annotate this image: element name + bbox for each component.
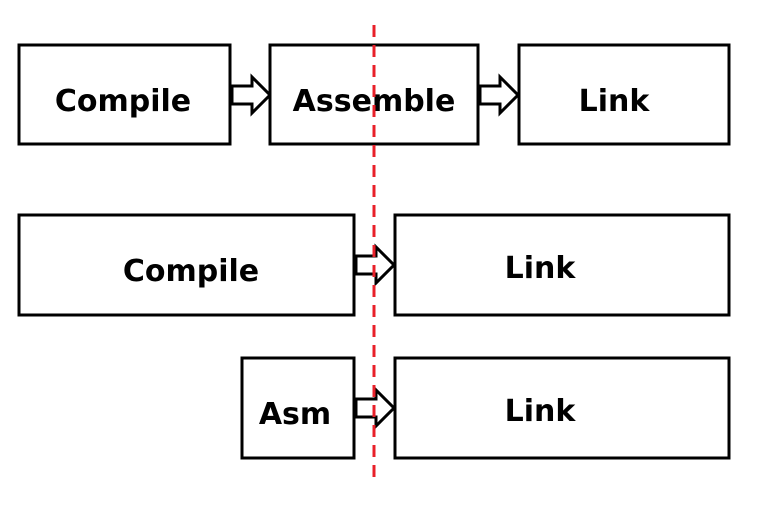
asm-label: Asm <box>259 397 331 432</box>
arrow-icon <box>478 73 521 117</box>
link-label-row2: Link <box>505 251 577 286</box>
compile-label-row2: Compile <box>123 254 259 289</box>
compile-box-row1 <box>17 43 232 146</box>
asm-box <box>240 356 356 460</box>
link-label-row3: Link <box>505 394 577 429</box>
link-label-row1: Link <box>579 84 651 119</box>
row-1: Compile Assemble Link <box>17 43 731 146</box>
link-box-row3 <box>393 356 731 460</box>
arrow-icon <box>230 73 273 117</box>
row-2: Compile Link <box>17 213 731 317</box>
row-3: Asm Link <box>240 356 731 460</box>
compile-box-row2 <box>17 213 356 317</box>
compile-label-row1: Compile <box>55 84 191 119</box>
link-box-row1 <box>517 43 731 146</box>
link-box-row2 <box>393 213 731 317</box>
